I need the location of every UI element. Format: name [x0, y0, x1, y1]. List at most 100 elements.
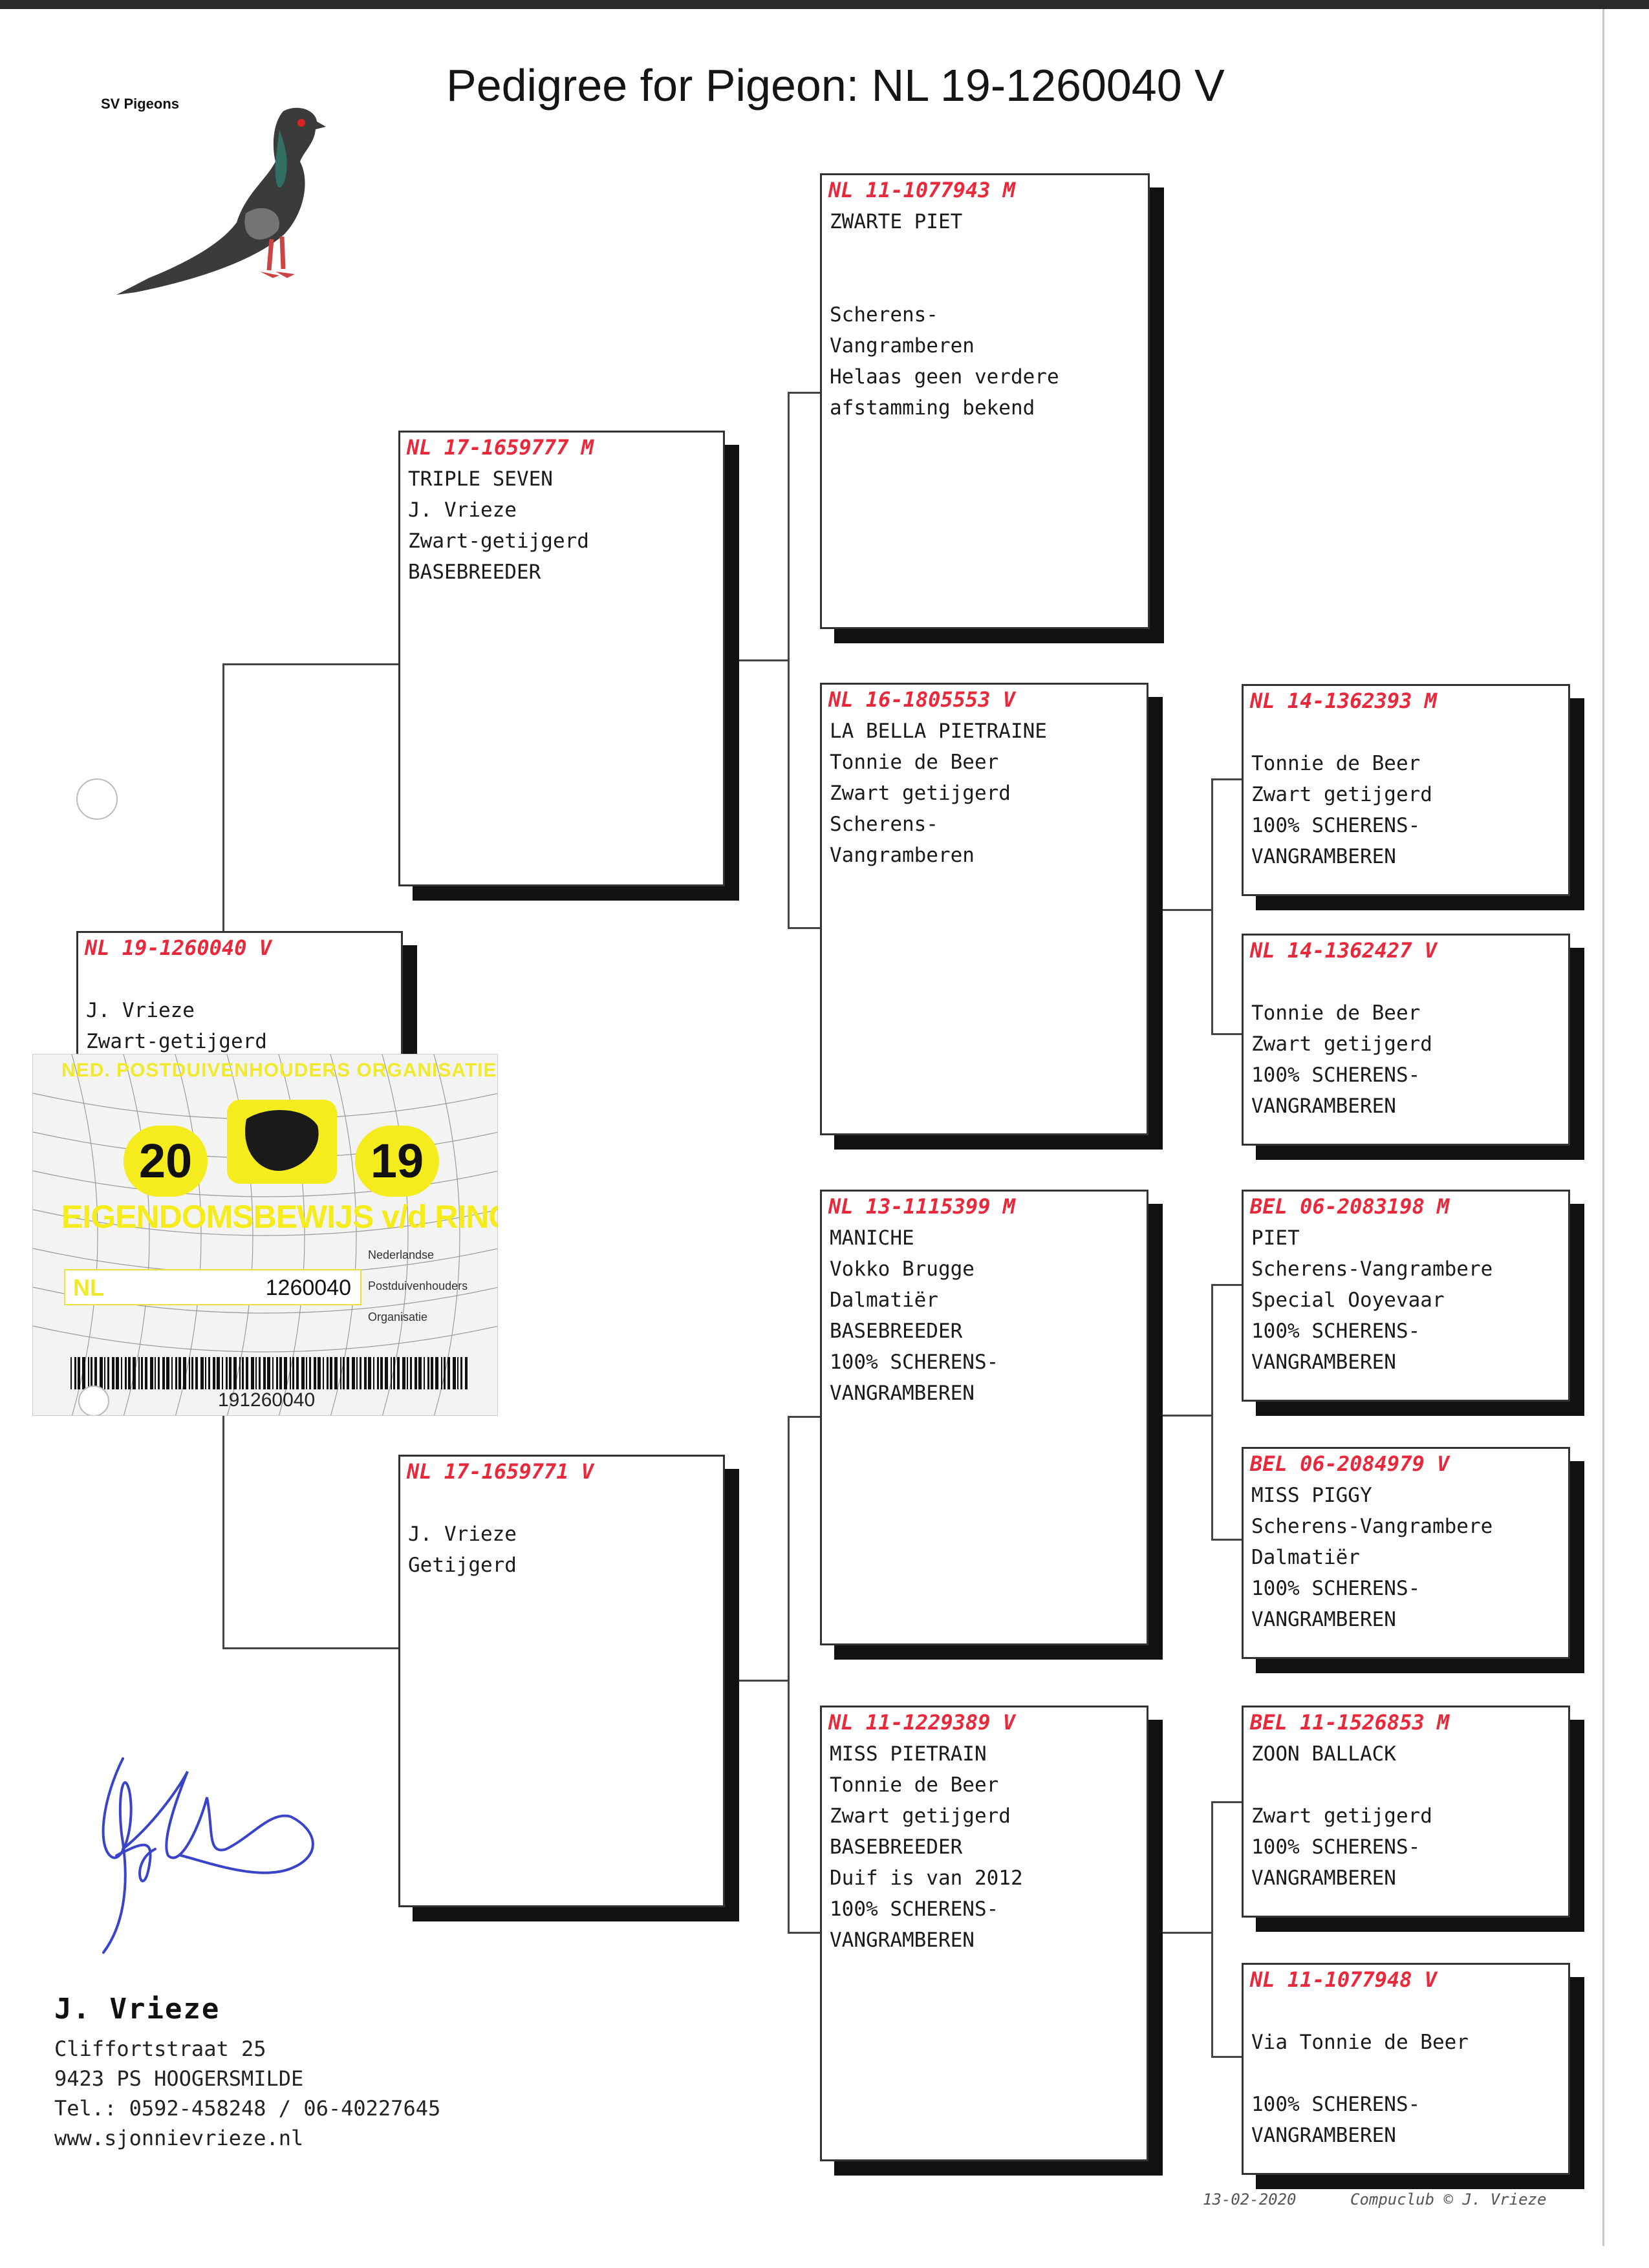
ring-number: NL 17-1659771 V [407, 1459, 594, 1484]
pedigree-connector [222, 663, 224, 931]
card-line: 100% SCHERENS- [1251, 814, 1421, 837]
ring-number: NL 17-1659777 M [407, 435, 594, 460]
ring-number: NL 11-1077948 V [1250, 1967, 1437, 1992]
signature [102, 1757, 314, 1954]
pedigree-card-dam-dam-sire: BEL 11-1526853 M ZOON BALLACK Zwart getijg… [1242, 1706, 1570, 1918]
card-line: VANGRAMBEREN [830, 1382, 975, 1405]
card-line: Zwart getijgerd [1251, 1804, 1432, 1828]
footer-credit: Compuclub © J. Vrieze [1350, 2190, 1547, 2209]
ownership-card: NED. POSTDUIVENHOUDERS ORGANISATIE 20 19… [32, 1054, 498, 1416]
ring-number: BEL 06-2083198 M [1250, 1194, 1450, 1219]
card-line: Scherens-Vangrambere [1251, 1257, 1493, 1281]
card-line: afstamming bekend [830, 396, 1035, 420]
card-line: VANGRAMBEREN [830, 1929, 975, 1952]
ownership-year-right: 19 [355, 1126, 439, 1197]
card-line: Tonnie de Beer [1251, 1001, 1421, 1025]
card-line: VANGRAMBEREN [1251, 1095, 1396, 1118]
ownership-card-grid [33, 1054, 497, 1415]
pedigree-connector [222, 663, 401, 665]
ownership-ring-number: 1260040 [265, 1276, 351, 1300]
npo-line-2: Postduivenhouders [368, 1279, 468, 1292]
card-line: LA BELLA PIETRAINE [830, 720, 1047, 743]
card-line: ZWARTE PIET [830, 210, 963, 233]
ring-number: BEL 11-1526853 M [1250, 1710, 1450, 1735]
ring-number: NL 11-1229389 V [828, 1710, 1015, 1735]
pedigree-connector [222, 1647, 401, 1649]
page-title: Pedigree for Pigeon: NL 19-1260040 V [446, 60, 1225, 111]
ring-number: NL 19-1260040 V [85, 936, 272, 960]
card-line: VANGRAMBEREN [1251, 2124, 1396, 2147]
pedigree-connector [1148, 1932, 1212, 1934]
card-line: Zwart-getijgerd [408, 530, 589, 553]
ownership-card-header: NED. POSTDUIVENHOUDERS ORGANISATIE [61, 1060, 497, 1081]
card-line: MISS PIGGY [1251, 1484, 1372, 1507]
card-line: VANGRAMBEREN [1251, 1351, 1396, 1374]
page-top-edge [0, 0, 1649, 9]
card-line: 100% SCHERENS- [1251, 2093, 1421, 2116]
card-line: TRIPLE SEVEN [408, 467, 553, 491]
card-line: Tonnie de Beer [830, 1773, 999, 1797]
pedigree-connector [1211, 1801, 1242, 1803]
card-line: J. Vrieze [408, 1523, 517, 1546]
pedigree-connector [788, 1416, 820, 1418]
breeder-name: J. Vrieze [54, 1993, 221, 2026]
card-line: Scherens-Vangrambere [1251, 1515, 1493, 1538]
card-line: J. Vrieze [408, 498, 517, 522]
ring-number: NL 11-1077943 M [828, 178, 1015, 202]
card-line: VANGRAMBEREN [1251, 1608, 1396, 1631]
pedigree-connector [222, 1416, 224, 1649]
pedigree-connector [1211, 778, 1213, 1034]
pedigree-connector [1211, 1284, 1242, 1286]
card-line: ZOON BALLACK [1251, 1742, 1396, 1766]
pedigree-connector [788, 1932, 820, 1934]
pedigree-connector [1148, 1415, 1212, 1417]
ring-number: NL 14-1362427 V [1250, 938, 1437, 963]
card-line: Zwart getijgerd [830, 1804, 1011, 1828]
ring-number: NL 14-1362393 M [1250, 689, 1437, 713]
card-line: Zwart getijgerd [830, 782, 1011, 805]
barcode [70, 1357, 468, 1389]
card-line: Dalmatiër [1251, 1546, 1360, 1569]
card-line: Scherens- [830, 813, 938, 836]
card-line: Special Ooyevaar [1251, 1289, 1445, 1312]
ownership-card-title: EIGENDOMSBEWIJS v/d RING [61, 1199, 498, 1235]
barcode-number: 191260040 [218, 1389, 316, 1411]
ownership-ring-field: NL 1260040 [64, 1269, 361, 1305]
pedigree-connector [1211, 778, 1242, 780]
card-line: VANGRAMBEREN [1251, 1867, 1396, 1890]
card-line: Vangramberen [830, 844, 975, 867]
card-line: Duif is van 2012 [830, 1867, 1023, 1890]
card-line: Zwart-getijgerd [86, 1030, 267, 1053]
card-line: BASEBREEDER [830, 1320, 963, 1343]
card-line: 100% SCHERENS- [1251, 1320, 1421, 1343]
card-line: 100% SCHERENS- [1251, 1835, 1421, 1859]
pedigree-connector [725, 659, 788, 661]
pedigree-connector [725, 1680, 788, 1682]
footer-date: 13-02-2020 [1203, 2190, 1297, 2209]
pedigree-connector [1211, 1033, 1242, 1035]
card-line: Zwart getijgerd [1251, 783, 1432, 806]
card-line: Dalmatiër [830, 1289, 938, 1312]
card-line: PIET [1251, 1226, 1300, 1250]
ownership-year-left: 20 [124, 1126, 208, 1197]
card-line: J. Vrieze [86, 999, 195, 1022]
card-line: 100% SCHERENS- [1251, 1064, 1421, 1087]
card-line: Vokko Brugge [830, 1257, 975, 1281]
pedigree-connector [1211, 2056, 1242, 2058]
pedigree-connector [1211, 1539, 1242, 1541]
ownership-country: NL [73, 1274, 104, 1301]
punch-hole [78, 1385, 109, 1415]
page-right-edge [1602, 9, 1604, 2246]
breeder-street: Cliffortstraat 25 [54, 2037, 266, 2061]
breeder-website: www.sjonnievrieze.nl [54, 2126, 304, 2150]
npo-line-3: Organisatie [368, 1311, 428, 1323]
card-line: Zwart getijgerd [1251, 1032, 1432, 1056]
card-line: BASEBREEDER [408, 561, 541, 584]
